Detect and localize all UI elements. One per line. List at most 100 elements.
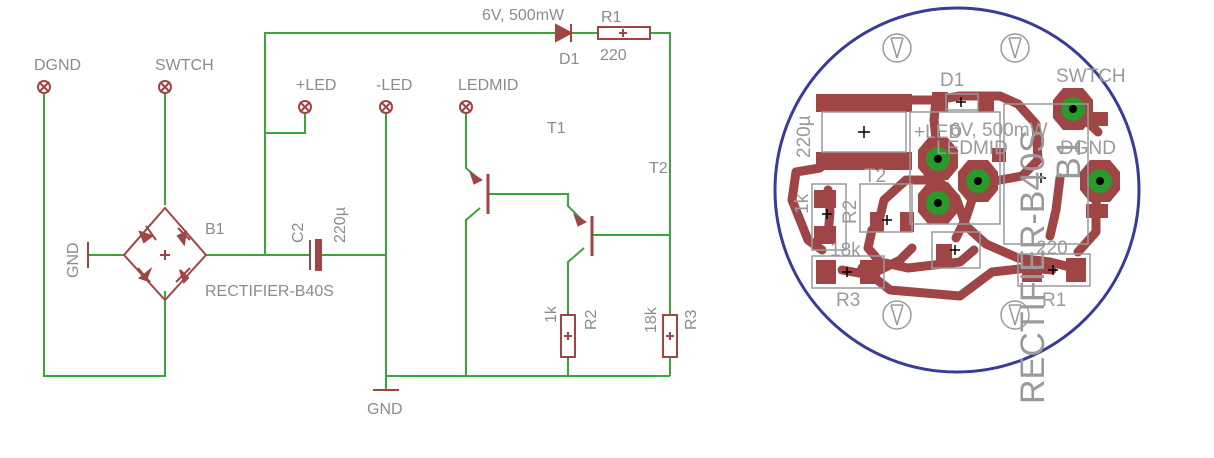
wire-right-rail (650, 32, 671, 315)
transistor-t2-symbol[interactable] (573, 212, 594, 256)
resistor-r1-symbol[interactable] (597, 26, 651, 40)
label-c2-value: 220µ (332, 207, 349, 243)
label-r1-value: 220 (600, 47, 627, 64)
pad-r2-a[interactable] (814, 190, 836, 208)
label-ledmid: LEDMID (458, 77, 518, 94)
wire-dgnd (43, 94, 166, 377)
pin-dgnd[interactable] (37, 80, 51, 94)
pad-b1-b[interactable] (1086, 204, 1108, 218)
label-gnd-left: GND (65, 242, 82, 278)
c2-origin (858, 126, 870, 138)
pad-t2-a[interactable] (870, 212, 884, 232)
mount-hole-top-right (1000, 33, 1030, 63)
wire-t1-emitter (465, 207, 481, 376)
pad-dgnd[interactable] (1080, 160, 1120, 202)
board-label-r2-value: 1k (792, 193, 813, 214)
pin-ledmid[interactable] (459, 100, 473, 114)
smd-pads[interactable] (814, 92, 1108, 284)
board-labels: D1 SWTCH DGND 220µ 6V, 500mW +LED LEDMID… (792, 66, 1126, 404)
label-swtch: SWTCH (155, 57, 214, 74)
pad-d1-a[interactable] (932, 92, 948, 112)
label-t2-name: T2 (649, 160, 668, 177)
silk-leds (909, 111, 1001, 225)
pad-led-plus[interactable] (918, 138, 958, 180)
wire-rect-plus (206, 32, 555, 256)
pin-led-plus[interactable] (298, 100, 312, 114)
through-hole-pads[interactable] (918, 88, 1120, 224)
transistor-t1-symbol[interactable] (469, 170, 490, 214)
schematic-labels: DGND SWTCH +LED -LED LEDMID GND GND 6V, … (34, 7, 700, 418)
board-label-d1: D1 (940, 70, 964, 91)
resistor-r3-symbol[interactable] (662, 314, 678, 358)
board-layout: D1 SWTCH DGND 220µ 6V, 500mW +LED LEDMID… (773, 6, 1141, 404)
wire-t2-emitter (567, 247, 585, 315)
label-r1-name: R1 (601, 9, 622, 26)
silk-r1 (1017, 253, 1091, 287)
label-d1-value: 6V, 500mW (482, 7, 565, 24)
mount-hole-top-left (882, 33, 912, 63)
pad-r3-a[interactable] (816, 260, 836, 284)
diode-d1-symbol[interactable] (555, 23, 574, 43)
silkscreen-outlines (811, 93, 1091, 289)
label-r3-name: R3 (683, 309, 700, 330)
pad-swtch[interactable] (1053, 88, 1093, 130)
label-b1-value: RECTIFIER-B40S (205, 283, 334, 300)
label-dgnd: DGND (34, 57, 81, 74)
c2-pads[interactable] (816, 94, 912, 170)
net-pins (37, 80, 473, 114)
trace-e (863, 225, 979, 273)
label-t1-name: T1 (547, 120, 566, 137)
trace-l (1045, 173, 1065, 241)
wire-t1-base (488, 193, 585, 223)
capacitor-c2-symbol[interactable] (309, 239, 322, 271)
pin-swtch[interactable] (158, 80, 172, 94)
label-r2-value: 1k (543, 305, 560, 323)
label-d1-name: D1 (559, 51, 580, 68)
gnd-symbols (87, 242, 399, 391)
pin-led-minus[interactable] (379, 100, 393, 114)
pad-t1-a[interactable] (936, 244, 952, 260)
pad-ledmid[interactable] (918, 182, 958, 224)
pad-d1-b[interactable] (978, 92, 994, 112)
label-b1-name: B1 (205, 221, 225, 238)
pad-r1-a[interactable] (1022, 258, 1042, 282)
resistor-r2-symbol[interactable] (560, 314, 576, 358)
pad-b1-c[interactable] (992, 148, 1006, 162)
rectifier-b1-symbol[interactable] (122, 206, 208, 302)
board-label-ledmid: LEDMID (936, 138, 1008, 159)
label-led-plus: +LED (296, 77, 336, 94)
board-label-swtch: SWTCH (1056, 66, 1126, 87)
silk-t2 (859, 183, 913, 233)
pad-r3-b[interactable] (860, 260, 880, 284)
silk-t1 (931, 231, 981, 269)
label-gnd-bottom: GND (367, 401, 403, 418)
wire-ledmid (465, 114, 481, 181)
board-outline (773, 6, 1141, 374)
board-label-t2: T2 (864, 166, 886, 187)
silk-r3 (811, 255, 885, 289)
mount-hole-bottom-left (882, 300, 912, 330)
board-label-dgnd: DGND (1060, 138, 1116, 159)
pad-led-minus[interactable] (958, 160, 998, 202)
board-label-r2: R2 (840, 200, 861, 224)
origin-markers (822, 97, 1058, 277)
board-label-r1-value: 220 (1036, 238, 1068, 259)
board-label-r3: R3 (836, 290, 860, 311)
wire-led-plus (265, 114, 306, 134)
silk-d1 (945, 93, 979, 111)
board-label-d1-value: 6V, 500mW (950, 120, 1048, 141)
mount-hole-bottom-right (1000, 300, 1030, 330)
board-label-c2-value: 220µ (794, 115, 815, 158)
schematic: DGND SWTCH +LED -LED LEDMID GND GND 6V, … (34, 7, 700, 418)
schematic-wires (43, 32, 671, 390)
label-r2-name: R2 (583, 309, 600, 330)
silk-b1 (1003, 103, 1089, 245)
mounting-holes (882, 33, 1030, 330)
silk-r2 (811, 183, 847, 251)
pad-r1-b[interactable] (1066, 258, 1086, 282)
board-label-b1: B1 (1050, 138, 1088, 180)
board-label-b1-value: RECTIFIER-B40S (1014, 130, 1052, 404)
board-label-led-plus: +LED (914, 122, 962, 143)
label-r3-value: 18k (643, 306, 660, 333)
pad-r2-b[interactable] (814, 226, 836, 244)
